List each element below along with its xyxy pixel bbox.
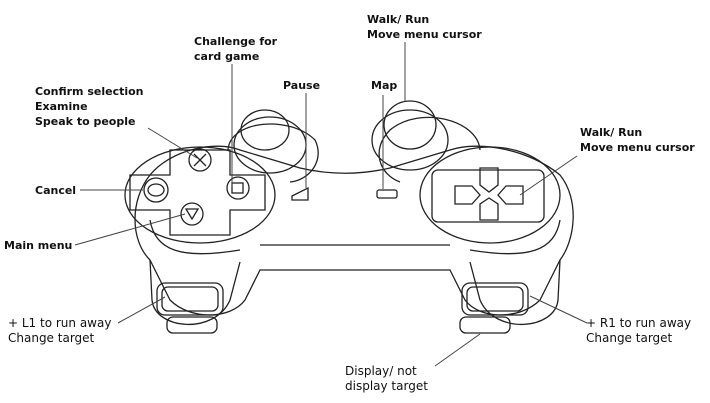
start-button (376, 189, 398, 199)
label-line: Change target (586, 331, 673, 345)
dpad-right (497, 185, 524, 205)
label-line: Challenge for (194, 35, 278, 48)
label-walk-run-dpad: Walk/ Run Move menu cursor (580, 125, 695, 155)
dpad-plate (431, 169, 545, 223)
r3-button (459, 316, 511, 334)
right-stick (383, 100, 437, 150)
label-map: Map (371, 79, 398, 92)
l3-button (166, 316, 218, 334)
right-grip (469, 259, 561, 326)
label-confirm: Confirm selection Examine Speak to peopl… (35, 84, 144, 129)
dpad-down (479, 197, 499, 221)
label-line: Move menu cursor (580, 141, 695, 154)
square-button (226, 176, 250, 200)
controller-body (134, 145, 574, 316)
label-line: + R1 to run away (586, 316, 692, 330)
circle-button (143, 177, 169, 203)
triangle-button (180, 202, 204, 226)
label-main-menu: Main menu (4, 239, 73, 252)
left-stick-base (233, 116, 307, 174)
r2-trigger (461, 282, 529, 316)
dpad-left (454, 185, 481, 205)
label-l2: + L1 to run away Change target (8, 316, 111, 346)
label-line: Walk/ Run (367, 13, 430, 26)
label-line: Confirm selection (35, 85, 144, 98)
label-line: Examine (35, 100, 88, 113)
select-button (291, 186, 309, 201)
l2-trigger (156, 282, 224, 316)
right-stick-base (371, 109, 449, 171)
label-pause: Pause (283, 79, 321, 92)
dpad-up (479, 167, 499, 193)
cross-button (188, 148, 212, 172)
label-line: display target (345, 379, 428, 393)
left-grip (149, 259, 241, 326)
label-walk-run-stick: Walk/ Run Move menu cursor (367, 12, 482, 42)
label-line: card game (194, 50, 260, 63)
label-cancel: Cancel (35, 184, 77, 197)
label-line: Speak to people (35, 115, 136, 128)
label-line: + L1 to run away (8, 316, 112, 330)
left-stick (240, 109, 290, 151)
label-r2: + R1 to run away Change target (586, 316, 691, 346)
label-line: Move menu cursor (367, 28, 482, 41)
label-line: Walk/ Run (580, 126, 643, 139)
face-cross-plate (129, 149, 266, 236)
label-r3: Display/ not display target (345, 364, 428, 394)
label-line: Change target (8, 331, 95, 345)
label-challenge: Challenge for card game (194, 34, 277, 64)
label-line: Display/ not (345, 364, 417, 378)
